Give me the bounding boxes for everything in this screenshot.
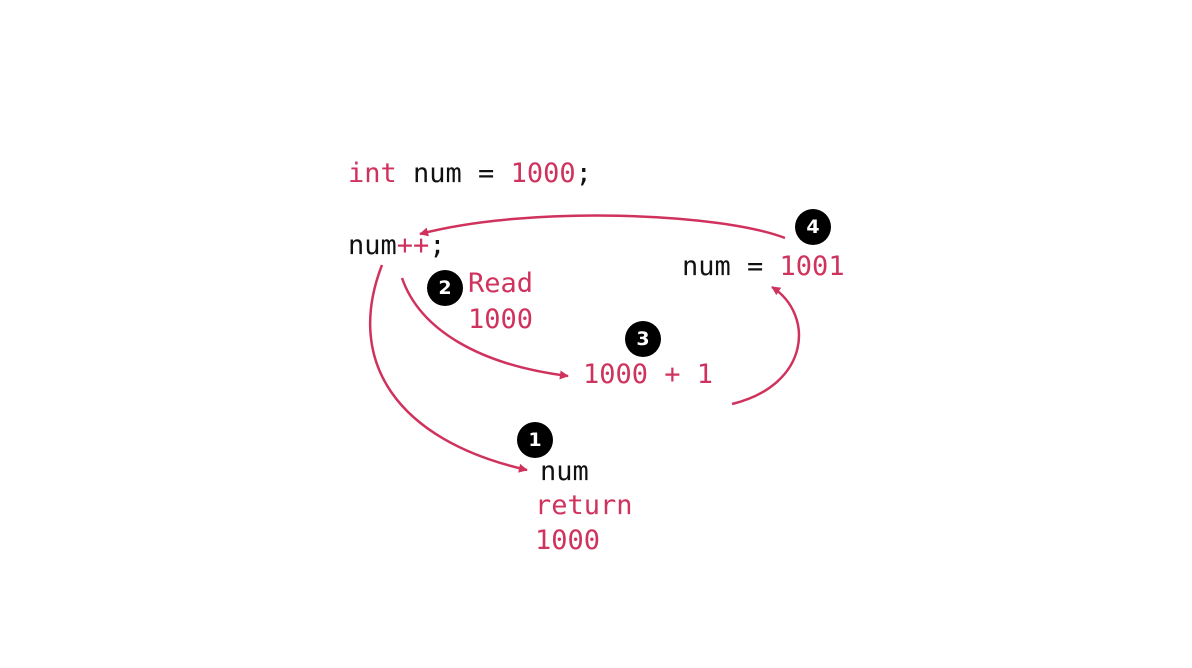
keyword-int: int: [348, 158, 397, 189]
step-1-value: 1000: [535, 525, 601, 556]
step-2-read-label: Read: [468, 268, 534, 299]
arrow-to-return: [368, 264, 528, 473]
statement-var: num: [348, 230, 397, 261]
declaration-line: int num = 1000;: [348, 157, 592, 191]
statement-semicolon: ;: [429, 230, 446, 261]
step-4-lhs: num =: [682, 251, 780, 282]
declaration-name: num =: [396, 158, 511, 189]
statement-operator: ++: [396, 230, 430, 261]
step-4-rhs: 1001: [779, 251, 845, 282]
declaration-semicolon: ;: [575, 158, 592, 189]
step-4-badge: 4: [795, 209, 831, 245]
step-1-return: return: [535, 490, 633, 521]
arrow-to-statement: [419, 214, 786, 240]
increment-statement: num++;: [348, 229, 446, 263]
arrow-to-assign: [731, 285, 801, 406]
declaration-value: 1000: [510, 158, 576, 189]
step-2-badge: 2: [427, 270, 463, 306]
step-2-read-value: 1000: [468, 304, 534, 335]
arrow-to-add: [400, 277, 569, 380]
step-3-badge: 3: [625, 321, 661, 357]
step-4-assignment: num = 1001: [682, 250, 845, 284]
step-1-badge: 1: [517, 422, 553, 458]
step-3-expression: 1000 + 1: [583, 359, 714, 390]
step-1-var: num: [540, 456, 589, 487]
